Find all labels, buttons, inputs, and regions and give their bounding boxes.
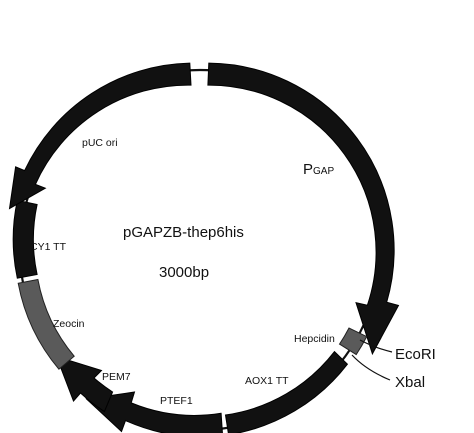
cyc1-tt-segment xyxy=(12,199,38,279)
ecori-pointer-line xyxy=(359,339,393,353)
plasmid-size-label: 3000bp xyxy=(159,264,209,281)
puc-ori-arrow xyxy=(8,62,192,210)
hepcidin-insert-block xyxy=(338,327,368,356)
ptef1-label: PTEF1 xyxy=(160,395,193,407)
pgap-promoter-arrow xyxy=(207,62,400,356)
plasmid-name-label: pGAPZB-thep6his xyxy=(123,224,244,241)
puc-ori-label: pUC ori xyxy=(82,137,118,149)
pem7-promoter-arrow xyxy=(55,355,114,413)
xbai-pointer-line xyxy=(351,354,391,381)
aox1-tt-segment xyxy=(224,350,349,433)
pem7-label: PEM7 xyxy=(102,371,131,383)
zeocin-resistance-segment xyxy=(17,278,75,370)
ecori-site-label: EcoRI xyxy=(395,346,436,363)
xbai-site-label: Xbal xyxy=(395,374,425,391)
pgap-label: PGAP xyxy=(303,161,334,178)
cyc1-tt-label: CY1 TT xyxy=(30,241,67,253)
pgap-label-main: P xyxy=(303,161,313,178)
pgap-label-sub: GAP xyxy=(313,166,334,177)
aox1-tt-label: AOX1 TT xyxy=(245,375,289,387)
zeocin-label: Zeocin xyxy=(53,318,85,330)
hepcidin-label: Hepcidin xyxy=(294,333,335,345)
